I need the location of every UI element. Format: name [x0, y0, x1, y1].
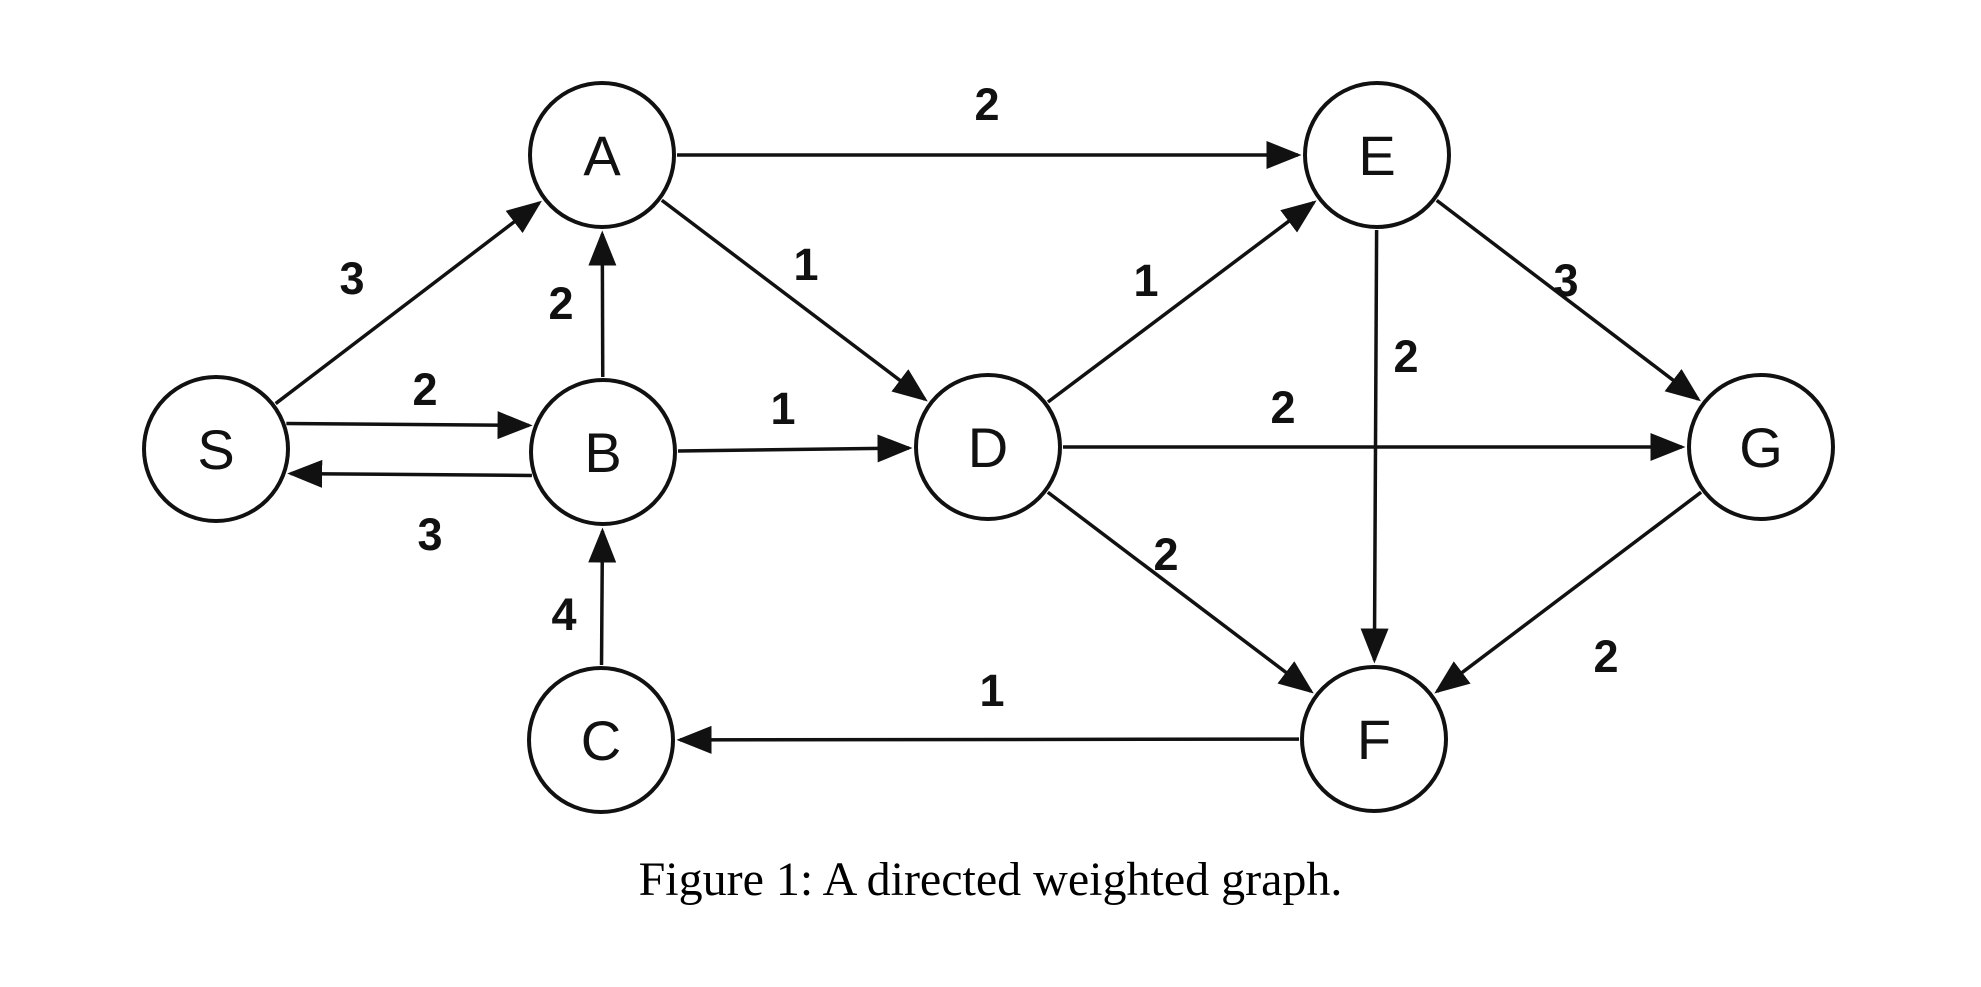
- node-circle-G: [1687, 373, 1835, 521]
- node-label-E: E: [1358, 124, 1395, 187]
- edge-E-G: [1435, 199, 1701, 402]
- node-label-G: G: [1739, 416, 1783, 479]
- node-label-S: S: [197, 418, 234, 481]
- node-label-C: C: [581, 709, 621, 772]
- node-circle-D: [914, 373, 1062, 521]
- node-circle-S: [142, 375, 290, 523]
- edge-S-A: [274, 200, 542, 405]
- edges-layer: [274, 141, 1703, 754]
- edge-A-D: [660, 198, 928, 402]
- edge-D-E: [1046, 200, 1317, 404]
- edge-weight-D-F: 2: [1153, 529, 1178, 580]
- edge-weight-D-E: 1: [1133, 255, 1158, 306]
- edge-C-B: [588, 527, 617, 666]
- edge-S-B: [286, 411, 533, 440]
- node-label-F: F: [1357, 708, 1391, 771]
- node-circle-C: [527, 666, 675, 814]
- node-circle-A: [528, 81, 676, 229]
- node-label-B: B: [584, 421, 621, 484]
- edge-G-F: [1434, 490, 1703, 694]
- edge-weight-S-A: 3: [339, 253, 364, 304]
- edge-weight-S-B: 2: [412, 364, 437, 415]
- edge-weight-B-D: 1: [770, 383, 795, 434]
- edge-weights-layer: 3 2 3 2 4 2 1 1 1 2 2 3 2 2 1: [339, 79, 1618, 716]
- edge-weight-D-G: 2: [1270, 382, 1295, 433]
- edge-B-S: [287, 459, 532, 488]
- nodes-layer: S A B C D E F G: [142, 81, 1835, 814]
- edge-weight-A-E: 2: [974, 79, 999, 130]
- edge-B-D: [677, 434, 913, 463]
- node-label-D: D: [968, 416, 1008, 479]
- edge-weight-F-C: 1: [979, 665, 1004, 716]
- edge-E-F: [1360, 229, 1389, 664]
- edge-weight-C-B: 4: [551, 589, 576, 640]
- node-circle-B: [529, 378, 677, 526]
- edge-weight-B-A: 2: [548, 278, 573, 329]
- edge-weight-E-F: 2: [1393, 331, 1418, 382]
- node-label-A: A: [583, 124, 621, 187]
- node-circle-F: [1300, 665, 1448, 813]
- edge-weight-A-D: 1: [793, 239, 818, 290]
- figure-caption: Figure 1: A directed weighted graph.: [638, 853, 1343, 906]
- node-circle-E: [1303, 81, 1451, 229]
- edge-weight-E-G: 3: [1553, 255, 1578, 306]
- edge-D-F: [1046, 490, 1314, 694]
- edge-weight-B-S: 3: [417, 509, 442, 560]
- edge-F-C: [676, 725, 1300, 754]
- edge-weight-G-F: 2: [1593, 631, 1618, 682]
